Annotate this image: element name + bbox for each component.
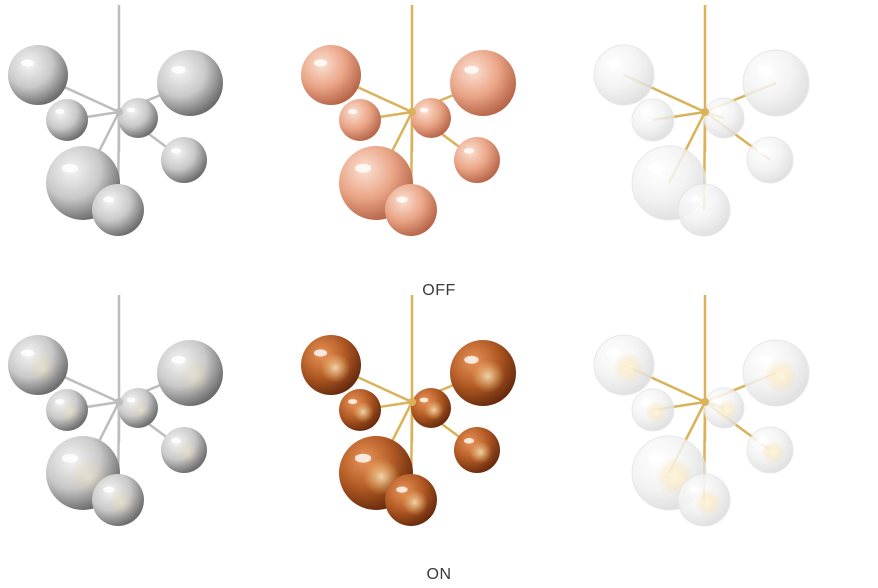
globe xyxy=(8,45,68,105)
hub xyxy=(115,398,123,406)
hub xyxy=(408,398,416,406)
globe xyxy=(46,99,88,141)
globe xyxy=(677,473,731,527)
globe xyxy=(92,474,144,526)
chandelier-copper-on xyxy=(293,290,585,550)
globe xyxy=(301,45,361,105)
chandelier-drawing xyxy=(593,295,810,527)
globe xyxy=(677,183,731,237)
hub xyxy=(408,108,416,116)
globe xyxy=(742,49,810,117)
hub xyxy=(115,108,123,116)
globe xyxy=(631,388,675,432)
chandelier-drawing xyxy=(593,5,810,237)
hub xyxy=(701,398,709,406)
globe xyxy=(92,184,144,236)
globe xyxy=(157,50,223,116)
globe xyxy=(746,136,794,184)
chandelier-drawing xyxy=(301,5,516,236)
globe xyxy=(385,474,437,526)
hub xyxy=(701,108,709,116)
globe xyxy=(703,387,745,429)
globe xyxy=(631,98,675,142)
globe xyxy=(450,50,516,116)
on-row: ON xyxy=(0,290,878,588)
globe xyxy=(339,99,381,141)
globe xyxy=(157,340,223,406)
globe xyxy=(161,137,207,183)
globe xyxy=(339,389,381,431)
globe xyxy=(46,389,88,431)
globe xyxy=(746,426,794,474)
globe xyxy=(385,184,437,236)
globe xyxy=(301,335,361,395)
globe xyxy=(161,427,207,473)
chandelier-chrome-off xyxy=(0,0,292,260)
globe xyxy=(593,44,655,106)
globe xyxy=(454,427,500,473)
chandelier-drawing xyxy=(8,5,223,236)
globe xyxy=(8,335,68,395)
chandelier-clear-off xyxy=(586,0,878,260)
globe xyxy=(118,98,158,138)
chandelier-drawing xyxy=(301,295,516,526)
globe xyxy=(703,97,745,139)
chandelier-drawing xyxy=(8,295,223,526)
on-label: ON xyxy=(426,566,452,583)
off-label: OFF xyxy=(422,282,456,299)
globe xyxy=(593,334,655,396)
chandelier-chrome-on xyxy=(0,290,292,550)
chandelier-clear-on xyxy=(586,290,878,550)
globe xyxy=(411,388,451,428)
off-row: OFF xyxy=(0,0,878,299)
chandelier-copper-off xyxy=(293,0,585,260)
globe xyxy=(118,388,158,428)
globe xyxy=(411,98,451,138)
globe xyxy=(454,137,500,183)
globe xyxy=(450,340,516,406)
globe xyxy=(742,339,810,407)
